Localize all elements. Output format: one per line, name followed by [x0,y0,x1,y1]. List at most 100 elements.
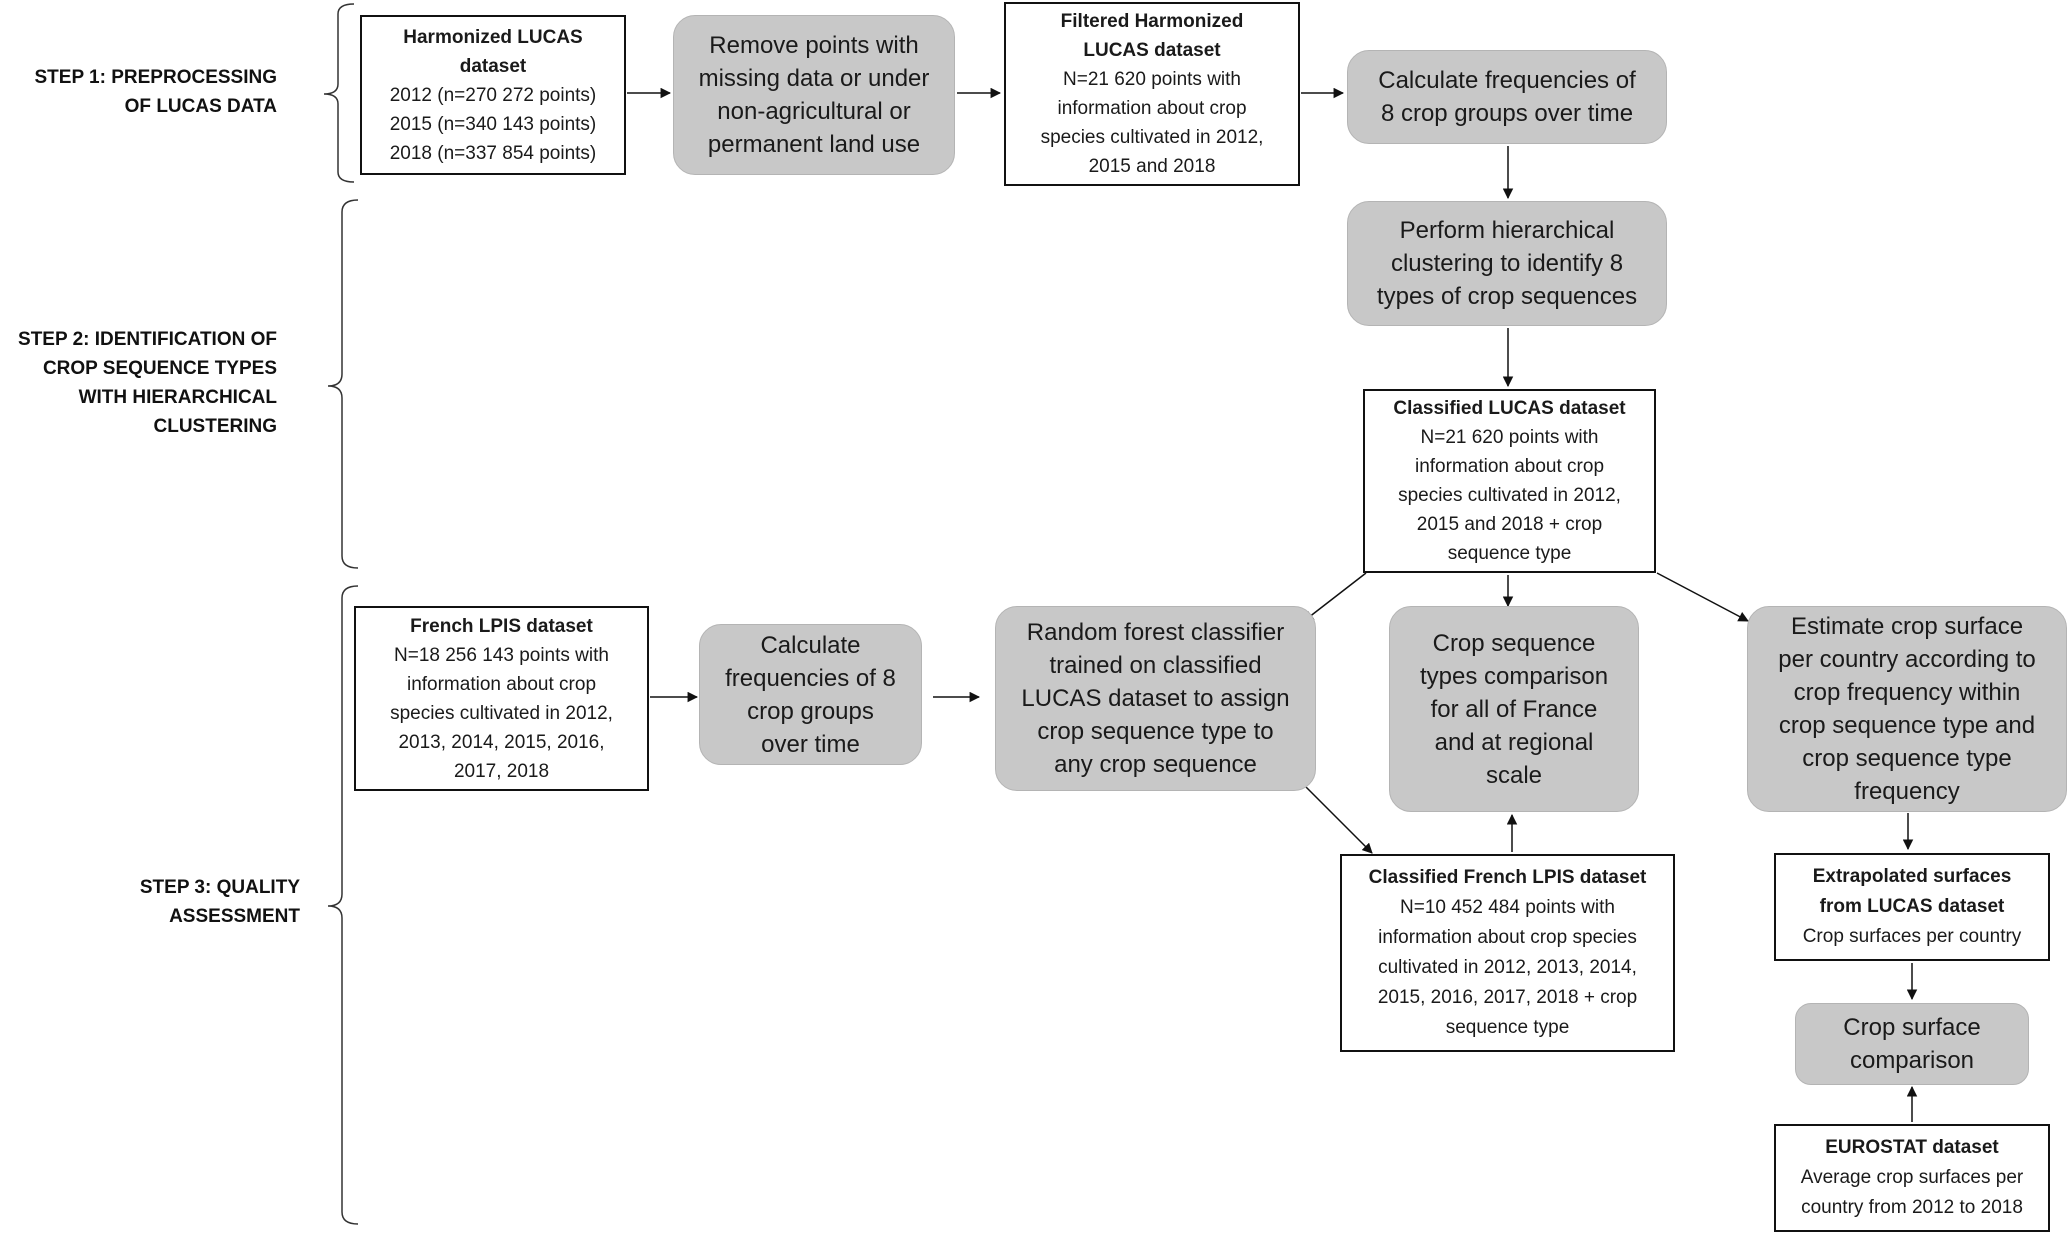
filtered-line-4: 2015 and 2018 [1088,156,1216,177]
hier-line-3: types of crop sequences [1376,283,1638,310]
crop-surface-comparison-box: Crop surface comparison [1795,1003,2029,1085]
arrow-classified-to-randomforest [1303,572,1367,622]
filtered-title-2: LUCAS dataset [1083,40,1221,61]
harmonized-line-3: 2018 (n=337 854 points) [389,142,597,164]
filtered-line-2: information about crop [1057,98,1247,119]
classified-lpis-line-4: 2015, 2016, 2017, 2018 + crop [1377,987,1638,1008]
classified-lpis-title: Classified French LPIS dataset [1368,867,1647,888]
estimate-line-5: crop sequence type [1802,745,2012,772]
step3-label: STEP 3: QUALITY ASSESSMENT [140,873,300,931]
extrapolated-surfaces-box: Extrapolated surfaces from LUCAS dataset… [1774,853,2050,961]
random-forest-line-5: any crop sequence [1054,751,1257,778]
french-lpis-box: French LPIS dataset N=18 256 143 points … [354,606,649,791]
step2-brace [327,199,359,569]
french-lpis-line-2: information about crop [406,673,597,695]
harmonized-line-2: 2015 (n=340 143 points) [389,113,597,135]
calc-freq-2-line-2: frequencies of 8 [725,664,896,692]
step1-line-2: OF LUCAS DATA [124,96,277,117]
step3-brace [327,585,359,1225]
hier-line-1: Perform hierarchical [1399,217,1615,244]
classified-lucas-line-3: species cultivated in 2012, [1398,485,1621,506]
seq-comparison-line-1: Crop sequence [1432,629,1596,657]
french-lpis-title: French LPIS dataset [410,615,593,637]
classified-lpis-line-3: cultivated in 2012, 2013, 2014, [1378,957,1637,978]
seq-comparison-line-4: and at regional [1434,728,1594,756]
remove-points-line-1: Remove points with [709,32,919,59]
hier-line-2: clustering to identify 8 [1390,250,1624,277]
extrapolated-title-1: Extrapolated surfaces [1812,866,2012,887]
surface-comparison-line-1: Crop surface [1843,1014,1981,1041]
step2-label: STEP 2: IDENTIFICATION OF CROP SEQUENCE … [18,325,277,441]
calc-freq-2-line-4: over time [761,730,860,758]
extrapolated-title-2: from LUCAS dataset [1819,896,2005,917]
estimate-crop-surface-box: Estimate crop surface per country accord… [1747,606,2067,812]
filtered-line-3: species cultivated in 2012, [1040,127,1264,148]
step3-line-2: ASSESSMENT [169,906,300,927]
seq-comparison-line-2: types comparison [1419,662,1609,690]
surface-comparison-line-2: comparison [1849,1047,1975,1074]
eurostat-box: EUROSTAT dataset Average crop surfaces p… [1774,1124,2050,1232]
french-lpis-line-3: species cultivated in 2012, [390,702,613,724]
french-lpis-line-4: 2013, 2014, 2015, 2016, [398,731,605,753]
crop-sequence-comparison-box: Crop sequence types comparison for all o… [1389,606,1639,812]
arrow-randomforest-to-classifiedlpis [1305,786,1373,854]
calc-frequencies-box: Calculate frequencies of 8 crop groups o… [1347,50,1667,144]
classified-lucas-title: Classified LUCAS dataset [1393,398,1626,419]
eurostat-line-1: Average crop surfaces per [1800,1167,2024,1188]
estimate-line-4: crop sequence type and [1778,712,2036,739]
step1-label: STEP 1: PREPROCESSING OF LUCAS DATA [35,63,278,121]
harmonized-title-1: Harmonized LUCAS [403,26,583,48]
step2-line-3: WITH HIERARCHICAL [78,387,277,408]
classified-lucas-line-4: 2015 and 2018 + crop [1416,514,1603,535]
harmonized-line-1: 2012 (n=270 272 points) [389,84,597,106]
seq-comparison-line-3: for all of France [1430,695,1598,723]
harmonized-lucas-box: Harmonized LUCAS dataset 2012 (n=270 272… [360,15,626,175]
step2-line-1: STEP 2: IDENTIFICATION OF [18,329,277,350]
arrow-classified-to-estimate [1656,572,1749,622]
remove-points-box: Remove points with missing data or under… [673,15,955,175]
random-forest-line-1: Random forest classifier [1026,619,1285,646]
step1-line-1: STEP 1: PREPROCESSING [34,67,278,88]
random-forest-box: Random forest classifier trained on clas… [995,606,1316,791]
french-lpis-line-1: N=18 256 143 points with [394,644,609,666]
classified-lpis-line-1: N=10 452 484 points with [1400,897,1615,918]
remove-points-line-4: permanent land use [707,131,921,158]
hierarchical-clustering-box: Perform hierarchical clustering to ident… [1347,201,1667,326]
remove-points-line-3: non-agricultural or [717,98,911,125]
eurostat-title: EUROSTAT dataset [1825,1137,1999,1158]
classified-lucas-line-1: N=21 620 points with [1420,427,1599,448]
classified-lucas-line-5: sequence type [1447,543,1572,564]
calc-freq-1-line-1: Calculate frequencies of [1378,67,1636,94]
classified-lucas-box: Classified LUCAS dataset N=21 620 points… [1363,389,1656,573]
filtered-lucas-box: Filtered Harmonized LUCAS dataset N=21 6… [1004,2,1300,186]
calc-freq-1-line-2: 8 crop groups over time [1380,100,1634,127]
estimate-line-1: Estimate crop surface [1790,613,2024,640]
filtered-title-1: Filtered Harmonized [1060,11,1244,32]
random-forest-line-2: trained on classified [1049,652,1262,679]
calc-frequencies-2-box: Calculate frequencies of 8 crop groups o… [699,624,922,765]
step2-line-2: CROP SEQUENCE TYPES [42,358,277,379]
random-forest-line-3: LUCAS dataset to assign [1021,685,1290,712]
step2-line-4: CLUSTERING [153,416,278,437]
classified-lpis-line-2: information about crop species [1378,927,1637,948]
classified-lucas-line-2: information about crop [1414,456,1605,477]
extrapolated-line-1: Crop surfaces per country [1802,926,2022,947]
filtered-line-1: N=21 620 points with [1063,69,1241,90]
classified-lpis-box: Classified French LPIS dataset N=10 452 … [1340,854,1675,1052]
random-forest-line-4: crop sequence type to [1037,718,1274,745]
eurostat-line-2: country from 2012 to 2018 [1801,1197,2023,1218]
step1-brace [323,3,355,183]
step3-line-1: STEP 3: QUALITY [139,877,300,898]
seq-comparison-line-5: scale [1485,761,1543,789]
estimate-line-2: per country according to [1778,646,2036,673]
classified-lpis-line-5: sequence type [1445,1017,1570,1038]
remove-points-line-2: missing data or under [698,65,930,92]
calc-freq-2-line-1: Calculate [760,631,861,659]
estimate-line-6: frequency [1854,778,1960,805]
french-lpis-line-5: 2017, 2018 [453,760,550,782]
estimate-line-3: crop frequency within [1793,679,2021,706]
calc-freq-2-line-3: crop groups [747,697,874,725]
harmonized-title-2: dataset [459,55,527,77]
